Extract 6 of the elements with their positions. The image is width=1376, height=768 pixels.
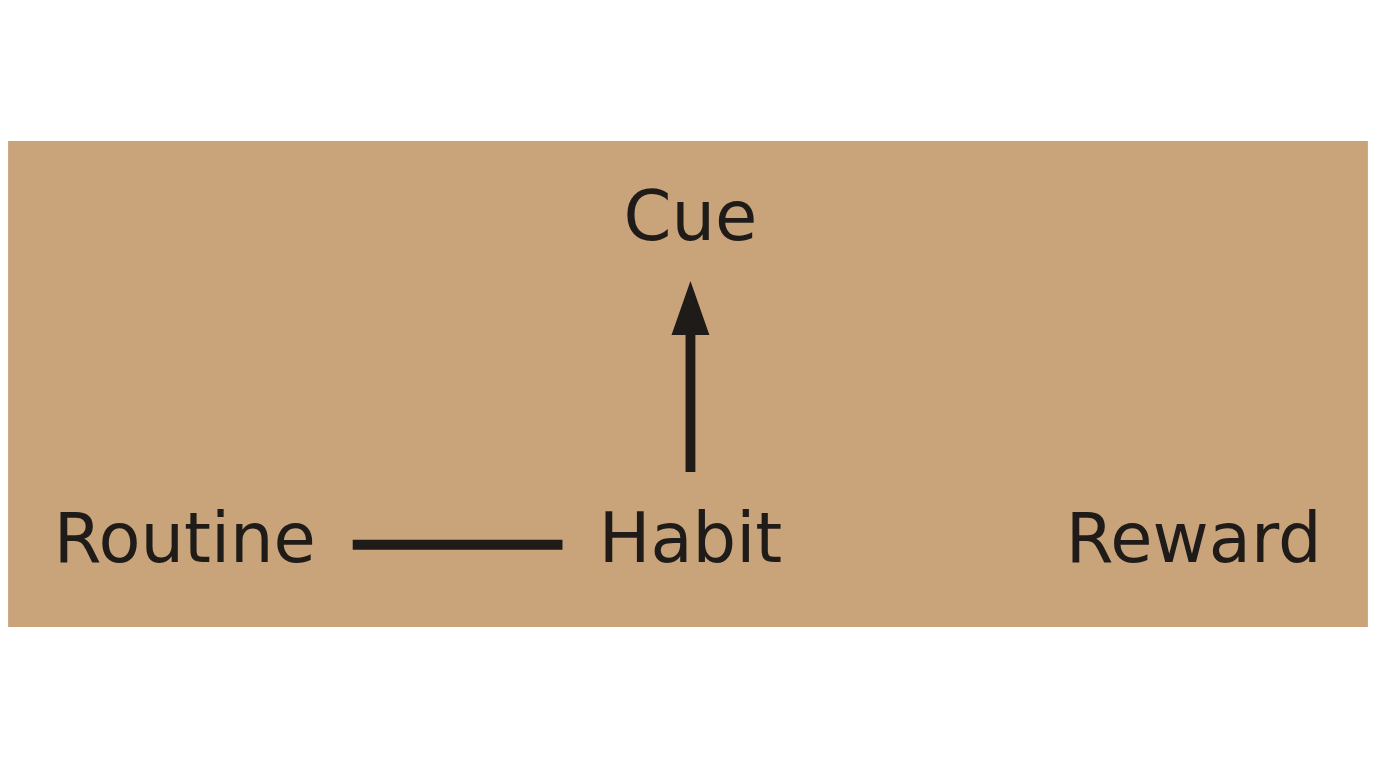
node-text: Habit [598,497,783,578]
node-text: Reward [1065,497,1322,578]
connector [352,539,563,550]
arrow [671,280,710,473]
node-text: Routine [53,497,316,578]
node-text: Cue [623,176,758,257]
